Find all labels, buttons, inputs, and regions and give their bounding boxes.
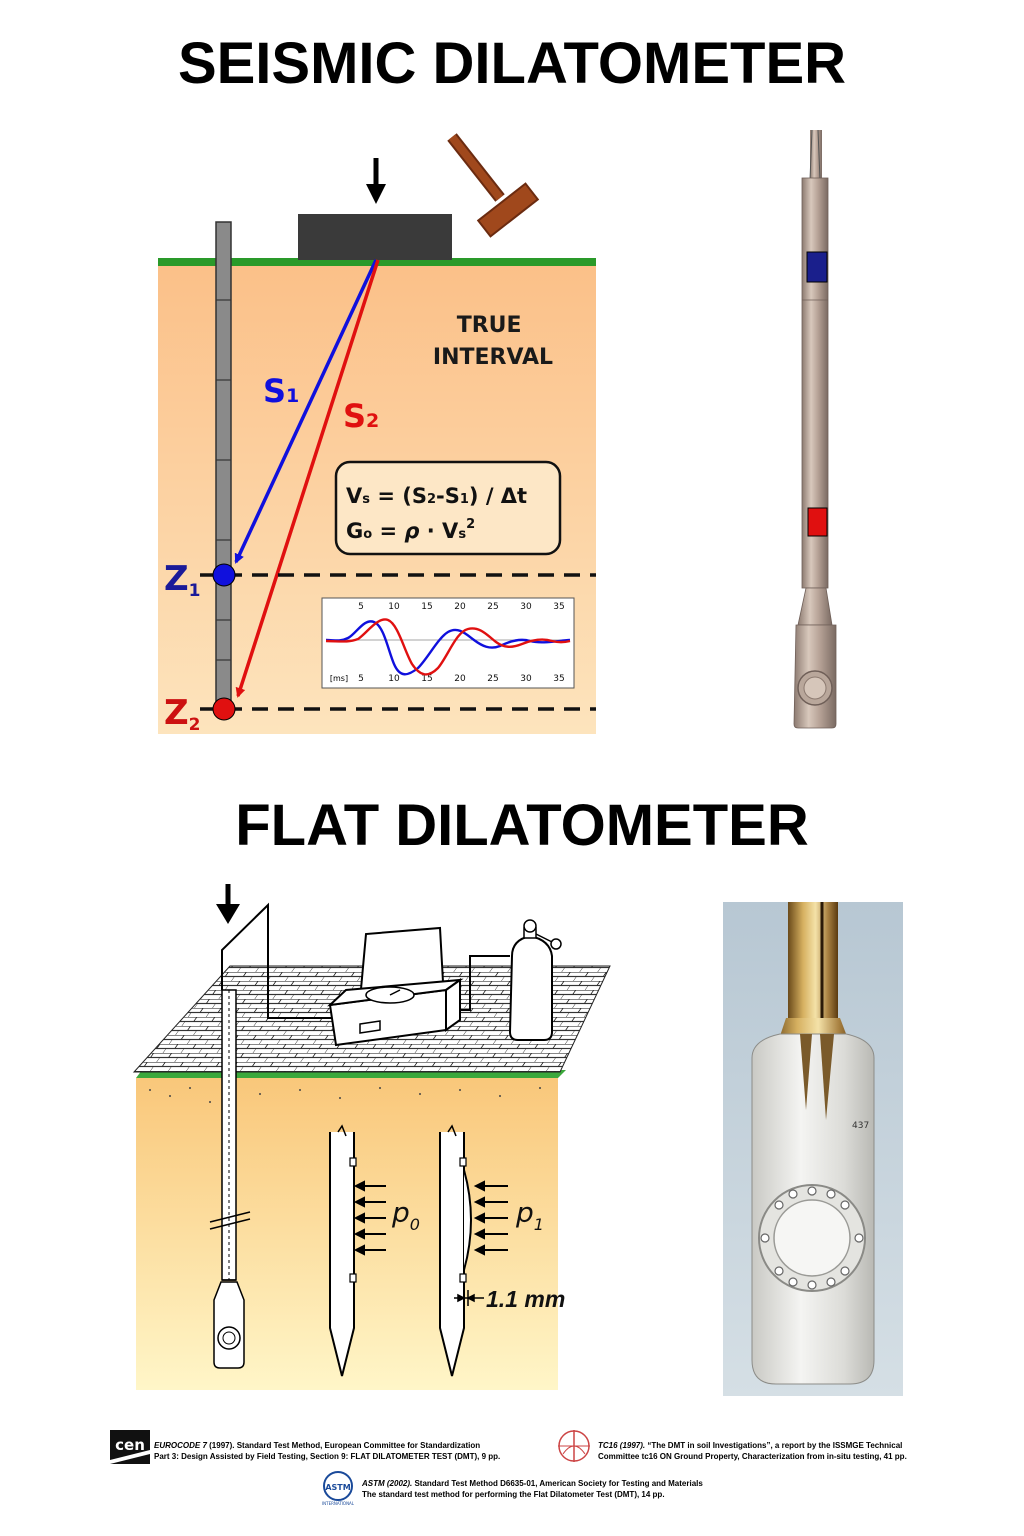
flat-dilatometer-diagram: p0 p1 1.1 mm xyxy=(132,884,611,1390)
z2-label: Z2 xyxy=(164,693,201,735)
svg-text:INTERNATIONAL: INTERNATIONAL xyxy=(322,1501,355,1506)
flat-title: FLAT DILATOMETER xyxy=(235,793,809,858)
s2-ray xyxy=(235,259,380,698)
waveform-top-tick: 35 xyxy=(553,602,564,612)
rod-break-marks xyxy=(209,1211,251,1230)
formula-box xyxy=(334,460,562,556)
hammer-icon xyxy=(447,133,540,238)
s1-label: S1 xyxy=(263,372,299,410)
waveform-panel: 5 10 15 20 25 30 35 5 10 15 20 25 30 35 [ms] xyxy=(321,597,575,689)
true-interval-label: TRUE INTERVAL xyxy=(433,313,553,370)
waveform-bottom-tick: 25 xyxy=(487,674,498,684)
waveform-bottom-tick: 5 xyxy=(358,674,364,684)
gas-bottle-icon xyxy=(508,919,562,1041)
reference-tc16: TC16 (1997). “The DMT in soil Investigat… xyxy=(598,1441,907,1461)
seismic-diagram: Z1 Z2 S1 S2 TRUE INTERVAL Vs = (S2-S1) /… xyxy=(158,133,596,735)
waveform-top-tick: 10 xyxy=(388,602,400,612)
tc16-logo xyxy=(558,1430,590,1462)
lower-receiver-marker xyxy=(807,507,828,537)
seismic-source-beam xyxy=(298,214,452,260)
formula-vs: Vs = (S2-S1) / Δt xyxy=(346,484,527,508)
down-arrow-icon xyxy=(366,158,386,204)
gap-dimension xyxy=(454,1290,484,1306)
rod-joints xyxy=(216,299,231,661)
svg-text:ASTM: ASTM xyxy=(325,1483,350,1492)
astm-logo: ASTM INTERNATIONAL xyxy=(322,1471,355,1506)
waveform-bottom-tick: 35 xyxy=(553,674,564,684)
p0-label: p0 xyxy=(391,1196,420,1234)
blade-detail-p1 xyxy=(439,1124,508,1377)
penetration-rod xyxy=(215,221,232,713)
reference-astm: ASTM (2002). Standard Test Method D6635-… xyxy=(362,1479,703,1499)
waveform-bottom-tick: 15 xyxy=(421,674,432,684)
s1-ray xyxy=(234,259,378,564)
cen-logo: cen xyxy=(110,1430,150,1464)
blade-in-soil xyxy=(213,1281,245,1369)
gap-label: 1.1 mm xyxy=(486,1286,565,1312)
soil-speckles xyxy=(149,1087,541,1103)
seismic-title: SEISMIC DILATOMETER xyxy=(177,31,847,96)
p1-label: p1 xyxy=(515,1196,544,1234)
cable xyxy=(221,902,440,1019)
flat-blade-image: 437 xyxy=(723,902,903,1396)
waveform-bottom-tick: 20 xyxy=(454,674,466,684)
waveform-top-tick: 30 xyxy=(520,602,532,612)
waveform-bottom-tick: 10 xyxy=(388,674,400,684)
z1-receiver xyxy=(212,563,236,587)
z1-label: Z1 xyxy=(164,559,201,601)
blade-serial-number: 437 xyxy=(852,1121,869,1131)
waveform-s2-trace xyxy=(325,618,571,676)
s2-label: S2 xyxy=(343,397,379,435)
z2-receiver xyxy=(212,697,236,721)
seismic-probe-image xyxy=(793,129,837,729)
waveform-top-tick: 5 xyxy=(358,602,364,612)
waveform-top-tick: 20 xyxy=(454,602,466,612)
svg-text:cen: cen xyxy=(115,1436,145,1454)
upper-receiver-marker xyxy=(806,251,828,283)
waveform-top-tick: 15 xyxy=(421,602,432,612)
membrane-screws xyxy=(760,1186,864,1290)
blade-detail-p0 xyxy=(329,1124,386,1377)
push-arrow-icon xyxy=(216,884,240,924)
waveform-bottom-tick: 30 xyxy=(520,674,532,684)
waveform-unit-label: [ms] xyxy=(330,674,348,683)
control-unit-icon xyxy=(327,926,464,1047)
waveform-s1-trace xyxy=(325,620,571,676)
reference-eurocode: EUROCODE 7 (1997). Standard Test Method,… xyxy=(154,1441,501,1461)
waveform-top-tick: 25 xyxy=(487,602,498,612)
formula-g0: Go = ρ · Vs2 xyxy=(346,517,475,543)
